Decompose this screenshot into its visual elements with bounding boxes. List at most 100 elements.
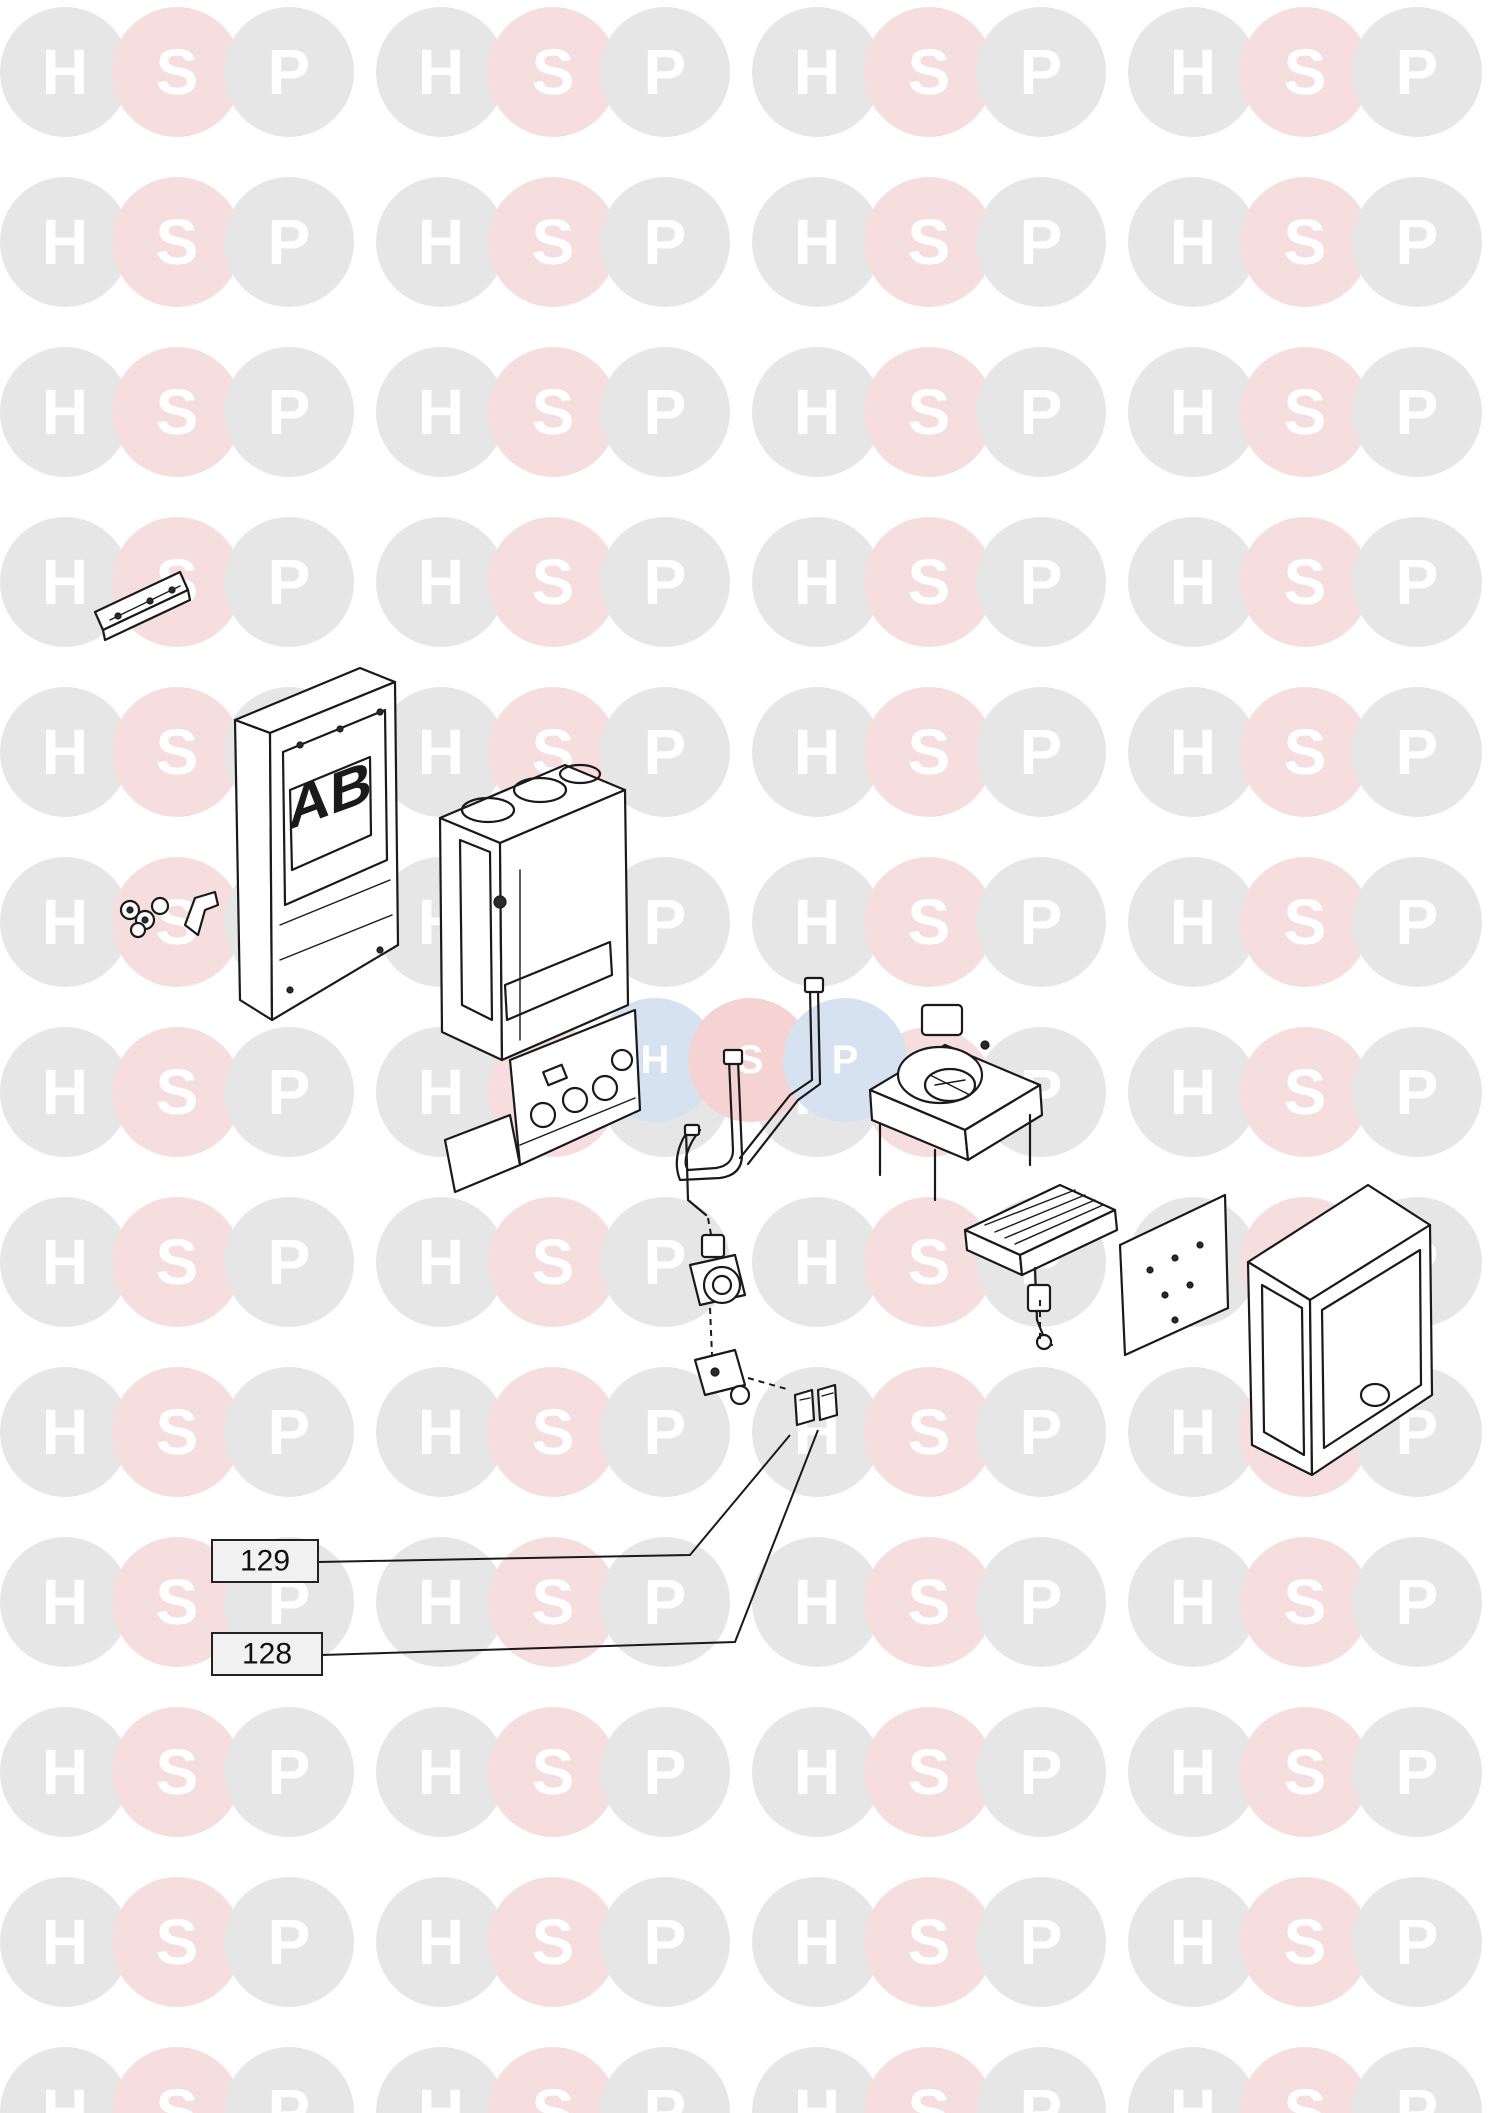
watermark-circle-h [0, 857, 130, 987]
watermark-letter-p: P [268, 206, 311, 278]
watermark-circle-s [112, 177, 242, 307]
watermark-letter-p: P [1020, 206, 1063, 278]
watermark-circle-p [1352, 177, 1482, 307]
watermark-circle-s [112, 1707, 242, 1837]
watermark-circle-s [488, 1367, 618, 1497]
watermark-circle-s [1240, 1707, 1370, 1837]
watermark-circle-p [976, 517, 1106, 647]
watermark-letter-s: S [908, 1906, 951, 1978]
watermark-letter-p: P [1020, 1566, 1063, 1638]
watermark-circle-h [0, 1877, 130, 2007]
watermark-circle-p [1352, 687, 1482, 817]
watermark-circle-h [752, 857, 882, 987]
watermark-letter-p: P [1020, 1396, 1063, 1468]
watermark-letter-h: H [418, 1736, 464, 1808]
watermark-letter-s: S [908, 886, 951, 958]
watermark-circle-p [600, 7, 730, 137]
watermark-circle-h [0, 7, 130, 137]
watermark-letter-h: H [1170, 1056, 1216, 1128]
watermark-circle-s [1240, 1537, 1370, 1667]
watermark-circle-h [0, 687, 130, 817]
watermark-circle-s [1240, 1027, 1370, 1157]
watermark-circle-s [488, 1197, 618, 1327]
watermark-circle-h [1128, 1367, 1258, 1497]
watermark-letter-s: S [1284, 886, 1327, 958]
watermark-circle-h [752, 1877, 882, 2007]
watermark-letter-p: P [644, 546, 687, 618]
watermark-letter-p: P [644, 1736, 687, 1808]
watermark-letter-h: H [42, 36, 88, 108]
watermark-circle-p [600, 857, 730, 987]
watermark-circle-p [976, 2047, 1106, 2113]
watermark-circle-p [976, 857, 1106, 987]
watermark-letter-h: H [1170, 1396, 1216, 1468]
watermark-letter-h: H [794, 546, 840, 618]
watermark-circle-s [488, 7, 618, 137]
watermark-circle-p [224, 347, 354, 477]
watermark-letter-s: S [156, 206, 199, 278]
leader-line-128 [321, 1429, 819, 1656]
watermark-circle-p [1352, 857, 1482, 987]
watermark-letter-s: S [908, 206, 951, 278]
watermark-letter-s: S [908, 546, 951, 618]
watermark-circle-s [488, 1537, 618, 1667]
watermark-circle-p [224, 1197, 354, 1327]
watermark-letter-s: S [532, 1736, 575, 1808]
watermark-circle-s [864, 517, 994, 647]
watermark-letter-s: S [532, 36, 575, 108]
center-logo-circle-s [688, 998, 812, 1122]
watermark-circle-h [376, 517, 506, 647]
watermark-letter-s: S [156, 1736, 199, 1808]
watermark-letter-p: P [268, 1056, 311, 1128]
watermark-circle-p [976, 1707, 1106, 1837]
watermark-letter-p: P [1396, 1566, 1439, 1638]
watermark-letter-s: S [156, 1906, 199, 1978]
watermark-circle-p [600, 687, 730, 817]
watermark-letter-s: S [532, 1566, 575, 1638]
watermark-letter-p: P [268, 1736, 311, 1808]
part-label-129-text: 129 [240, 1545, 290, 1578]
watermark-letter-p: P [644, 2076, 687, 2113]
watermark-letter-p: P [644, 1566, 687, 1638]
watermark-letter-h: H [1170, 36, 1216, 108]
combustion-chamber [438, 763, 630, 1062]
fan-hood-assembly [868, 1003, 1044, 1202]
watermark-circle-s [488, 1707, 618, 1837]
watermark-circle-s [864, 1707, 994, 1837]
pipework [675, 976, 825, 1241]
watermark-letter-s: S [532, 2076, 575, 2113]
watermark-letter-h: H [418, 1056, 464, 1128]
watermark-circle-h [0, 1197, 130, 1327]
watermark-circle-p [1352, 2047, 1482, 2113]
watermark-circle-h [376, 1027, 506, 1157]
watermark-letter-h: H [42, 1226, 88, 1298]
watermark-letter-s: S [156, 1396, 199, 1468]
watermark-circle-p [600, 1367, 730, 1497]
watermark-circle-h [376, 2047, 506, 2113]
watermark-circle-p [600, 2047, 730, 2113]
watermark-circle-h [376, 1537, 506, 1667]
watermark-letter-h: H [1170, 376, 1216, 448]
watermark-letter-h: H [418, 1396, 464, 1468]
watermark-circle-p [600, 1707, 730, 1837]
watermark-circle-p [1352, 1537, 1482, 1667]
watermark-letter-p: P [1396, 1736, 1439, 1808]
part-label-129[interactable]: 129 [211, 1539, 319, 1583]
watermark-letter-p: P [268, 1396, 311, 1468]
watermark-circle-h [752, 1197, 882, 1327]
watermark-letter-s: S [1284, 1566, 1327, 1638]
watermark-letter-p: P [268, 546, 311, 618]
watermark-letter-s: S [1284, 1906, 1327, 1978]
part-label-128-text: 128 [242, 1638, 292, 1671]
watermark-letter-p: P [1020, 1906, 1063, 1978]
center-logo-letter-p: P [832, 1038, 859, 1082]
watermark-letter-h: H [794, 886, 840, 958]
watermark-letter-h: H [794, 1226, 840, 1298]
watermark-letter-s: S [156, 716, 199, 788]
bracket-strip [93, 570, 192, 642]
watermark-letter-h: H [418, 1566, 464, 1638]
watermark-letter-h: H [42, 1736, 88, 1808]
part-label-128[interactable]: 128 [211, 1632, 323, 1676]
watermark-letter-s: S [908, 1566, 951, 1638]
watermark-circle-s [864, 857, 994, 987]
